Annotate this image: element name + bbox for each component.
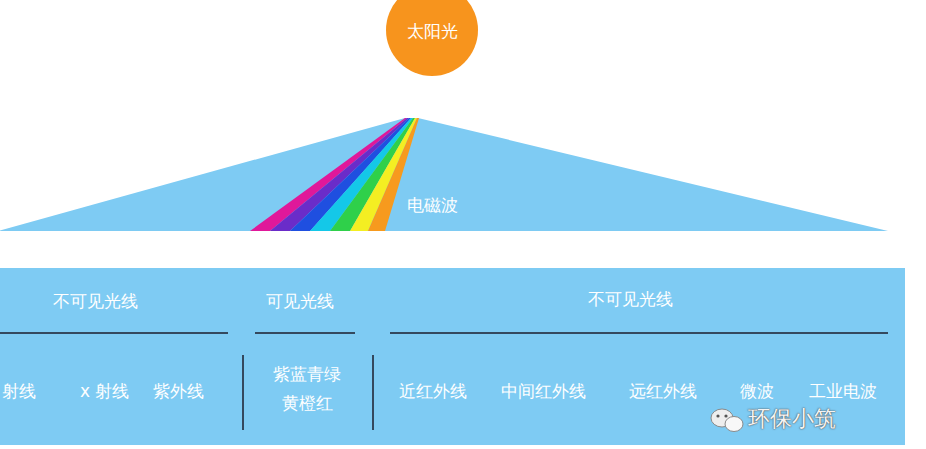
em-wave-fan [0, 118, 888, 231]
ray-name: 远红外线 [629, 380, 697, 403]
heading-rule [255, 332, 355, 334]
ray-name: 工业电波 [809, 380, 877, 403]
wechat-icon [711, 409, 743, 432]
group-heading: 不可见光线 [53, 290, 138, 313]
sun-circle: 太阳光 [386, 0, 478, 76]
ray-name: x 射线 [80, 380, 129, 403]
separator [242, 355, 244, 430]
ray-name: 射线 [2, 380, 36, 403]
visible-colors: 紫蓝青绿 黄橙红 [267, 360, 347, 418]
ray-name: 微波 [740, 380, 774, 403]
ray-name: 近红外线 [399, 380, 467, 403]
group-heading: 可见光线 [266, 290, 334, 313]
ray-name: 中间红外线 [501, 380, 586, 403]
heading-rule [390, 332, 888, 334]
heading-rule [0, 332, 228, 334]
group-heading: 不可见光线 [588, 288, 673, 311]
spectrum-band [0, 268, 905, 445]
wave-label: 电磁波 [407, 194, 458, 217]
separator [372, 355, 374, 430]
sun-label: 太阳光 [407, 20, 458, 43]
ray-name: 紫外线 [153, 380, 204, 403]
em-wave-fan: 电磁波 [0, 118, 888, 231]
watermark: 环保小筑 [748, 404, 836, 434]
